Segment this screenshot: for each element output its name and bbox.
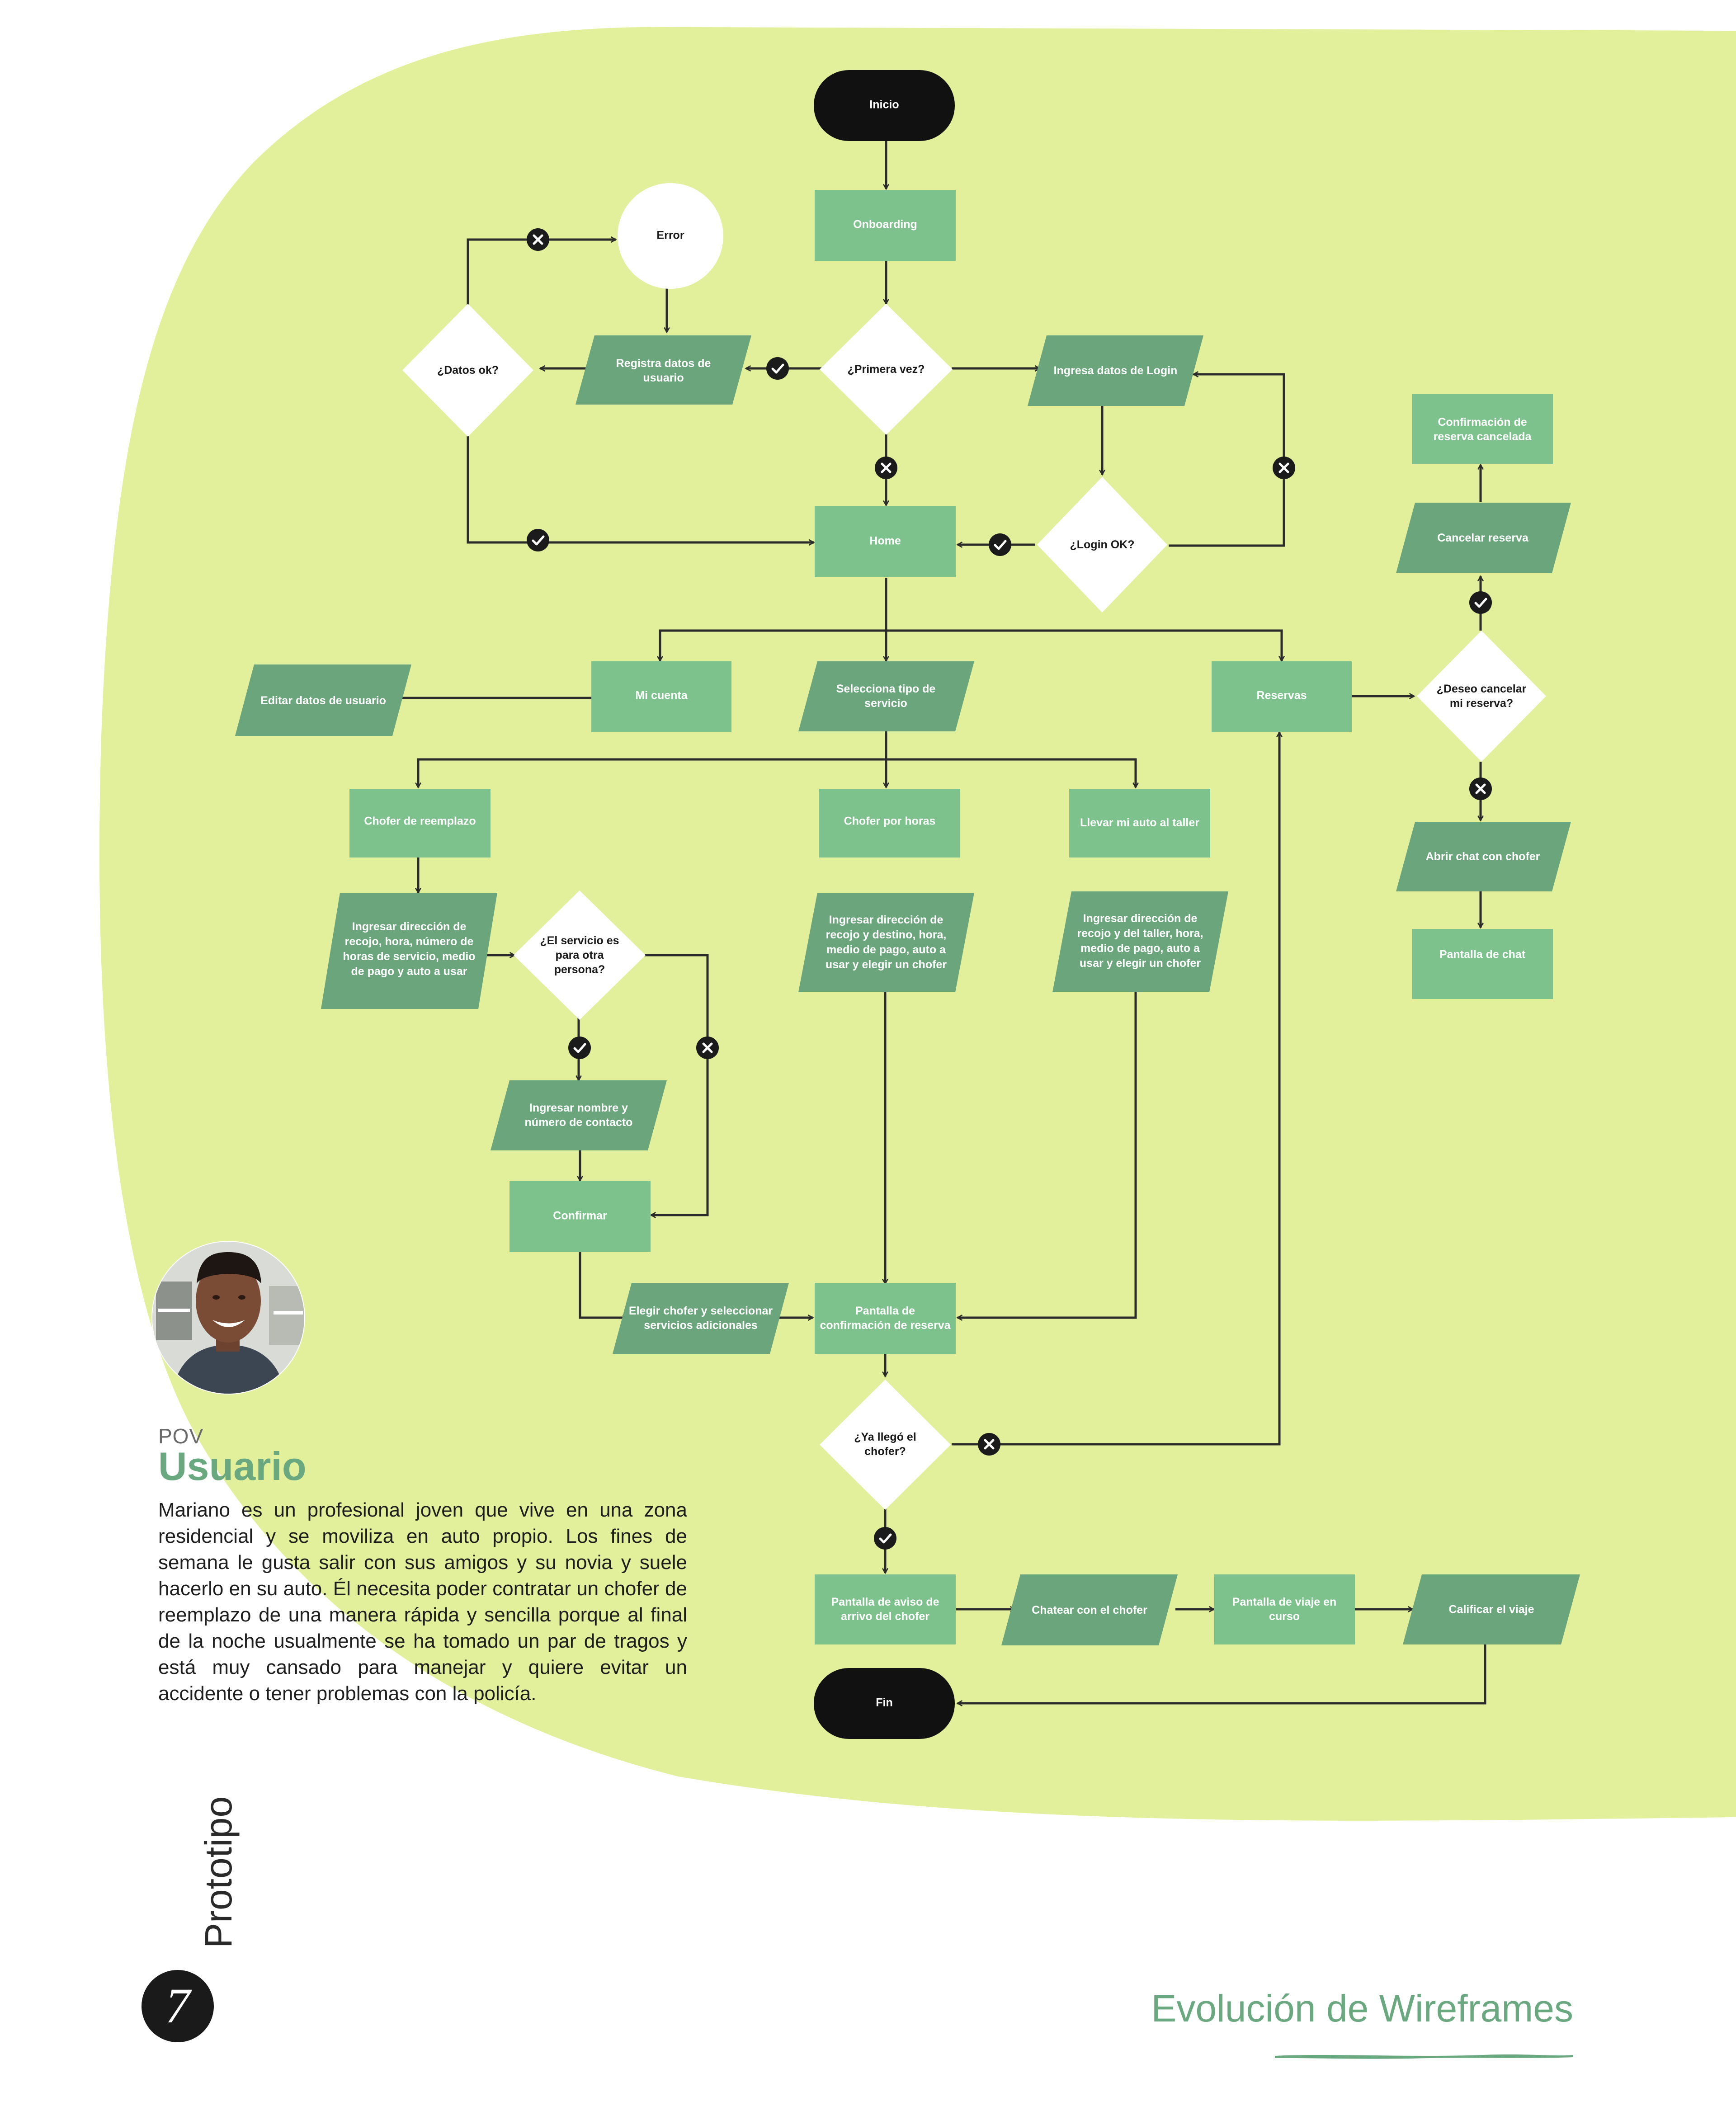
pov-title: Usuario [158, 1444, 307, 1489]
page-number-badge: 7 [142, 1970, 214, 2042]
node-ingresa-login-label: Ingresa datos de Login [1053, 364, 1178, 377]
node-cancelar-reserva: Cancelar reserva [1396, 503, 1571, 573]
node-deseo-cancelar-label: ¿Deseo cancelar mi reserva? [1436, 683, 1527, 710]
cross-icon [978, 1433, 1000, 1456]
node-ingresar-contacto-label: Ingresar nombre y número de contacto [524, 1102, 633, 1129]
node-chofer-reemplazo-label: Chofer de reemplazo [364, 815, 476, 828]
node-datos-ok: ¿Datos ok? [402, 304, 533, 437]
avatar [151, 1239, 307, 1395]
node-viaje-curso: Pantalla de viaje en curso [1214, 1574, 1355, 1644]
node-abrir-chat-label: Abrir chat con chofer [1425, 850, 1540, 863]
node-ingresar-contacto: Ingresar nombre y número de contacto [491, 1080, 667, 1150]
node-onboarding-label: Onboarding [853, 218, 917, 231]
node-ingresar-taller-label: Ingresar dirección de recojo y del talle… [1077, 912, 1203, 970]
node-abrir-chat: Abrir chat con chofer [1396, 822, 1571, 891]
node-viaje-curso-label: Pantalla de viaje en curso [1232, 1596, 1337, 1623]
check-icon [874, 1527, 896, 1550]
cross-icon [527, 228, 549, 251]
user-avatar-photo [151, 1241, 305, 1395]
node-pantalla-confirmacion-label: Pantalla de confirmación de reserva [820, 1305, 951, 1332]
pov-description: Mariano es un profesional joven que vive… [158, 1499, 687, 1705]
footer-underline-brush [1275, 2054, 1573, 2059]
check-icon [527, 529, 549, 551]
node-confirmar: Confirmar [509, 1181, 651, 1252]
node-ingresar-reemplazo-label: Ingresar dirección de recojo, hora, núme… [343, 920, 476, 978]
node-reservas: Reservas [1212, 661, 1352, 732]
node-ya-llego: ¿Ya llegó el chofer? [820, 1380, 951, 1510]
node-login-ok: ¿Login OK? [1037, 477, 1167, 613]
node-chatear-chofer-label: Chatear con el chofer [1032, 1604, 1147, 1616]
node-reservas-label: Reservas [1256, 689, 1307, 702]
footer-title: Evolución de Wireframes [1151, 1987, 1573, 2030]
node-pantalla-chat-label: Pantalla de chat [1439, 948, 1526, 961]
pov-label: POV [158, 1424, 204, 1448]
node-confirmacion-cancelada-label: Confirmación de reserva cancelada [1433, 416, 1532, 443]
node-ya-llego-label: ¿Ya llegó el chofer? [854, 1431, 916, 1458]
node-confirmacion-cancelada: Confirmación de reserva cancelada [1412, 394, 1553, 464]
node-calificar-label: Calificar el viaje [1448, 1603, 1534, 1616]
node-selecciona-tipo-label: Selecciona tipo de servicio [836, 683, 936, 710]
check-icon [1469, 591, 1492, 614]
node-llevar-auto: Llevar mi auto al taller [1069, 789, 1210, 858]
node-ingresar-horas-label: Ingresar dirección de recojo y destino, … [825, 914, 947, 971]
node-fin-label: Fin [876, 1696, 893, 1709]
node-fin: Fin [814, 1668, 955, 1739]
node-ingresar-taller: Ingresar dirección de recojo y del talle… [1052, 891, 1228, 992]
node-mi-cuenta-label: Mi cuenta [635, 689, 688, 702]
node-home-label: Home [869, 535, 901, 547]
node-login-ok-label: ¿Login OK? [1070, 538, 1135, 551]
node-aviso-arrivo: Pantalla de aviso de arrivo del chofer [815, 1574, 956, 1644]
node-chofer-horas: Chofer por horas [819, 789, 960, 858]
node-primera-vez-label: ¿Primera vez? [847, 363, 925, 376]
section-label: Prototipo [154, 1790, 240, 1953]
cross-icon [875, 457, 897, 479]
node-servicio-otra-persona: ¿El servicio es para otra persona? [514, 891, 646, 1020]
node-chofer-reemplazo: Chofer de reemplazo [349, 789, 491, 858]
node-error-label: Error [656, 229, 684, 242]
cross-icon [696, 1037, 719, 1059]
node-error: Error [618, 183, 723, 289]
node-inicio: Inicio [814, 70, 955, 141]
node-onboarding: Onboarding [815, 190, 956, 261]
node-mi-cuenta: Mi cuenta [591, 661, 731, 732]
node-ingresa-login: Ingresa datos de Login [1028, 335, 1203, 406]
section-label-text: Prototipo [197, 1796, 240, 1948]
cross-icon [1469, 777, 1492, 800]
node-elegir-chofer-label: Elegir chofer y seleccionar servicios ad… [628, 1305, 773, 1332]
node-confirmar-label: Confirmar [553, 1210, 607, 1222]
node-registra-datos: Registra datos de usuario [576, 335, 751, 405]
node-servicio-otra-persona-label: ¿El servicio es para otra persona? [540, 934, 619, 976]
node-calificar: Calificar el viaje [1403, 1574, 1580, 1644]
node-selecciona-tipo: Selecciona tipo de servicio [798, 661, 974, 731]
node-elegir-chofer: Elegir chofer y seleccionar servicios ad… [613, 1283, 789, 1354]
node-llevar-auto-label: Llevar mi auto al taller [1080, 816, 1199, 829]
check-icon [989, 533, 1011, 556]
node-registra-datos-label: Registra datos de usuario [616, 357, 711, 384]
node-deseo-cancelar: ¿Deseo cancelar mi reserva? [1417, 631, 1546, 762]
node-primera-vez: ¿Primera vez? [820, 304, 953, 435]
node-editar-datos: Editar datos de usuario [235, 664, 411, 736]
node-editar-datos-label: Editar datos de usuario [260, 694, 386, 707]
cross-icon [1273, 457, 1295, 479]
node-home: Home [815, 506, 956, 577]
node-inicio-label: Inicio [869, 99, 899, 111]
node-pantalla-confirmacion: Pantalla de confirmación de reserva [815, 1283, 956, 1354]
check-icon [766, 357, 789, 380]
pov-block: POV Usuario Mariano es un profesional jo… [158, 1424, 687, 1707]
node-chatear-chofer: Chatear con el chofer [1001, 1574, 1178, 1645]
node-chofer-horas-label: Chofer por horas [844, 815, 936, 828]
node-ingresar-reemplazo: Ingresar dirección de recojo, hora, núme… [321, 893, 497, 1009]
node-ingresar-horas: Ingresar dirección de recojo y destino, … [798, 893, 974, 992]
node-pantalla-chat: Pantalla de chat [1412, 929, 1553, 999]
node-aviso-arrivo-label: Pantalla de aviso de arrivo del chofer [831, 1596, 939, 1623]
node-cancelar-reserva-label: Cancelar reserva [1437, 532, 1528, 544]
check-icon [568, 1037, 591, 1059]
node-datos-ok-label: ¿Datos ok? [437, 364, 499, 377]
